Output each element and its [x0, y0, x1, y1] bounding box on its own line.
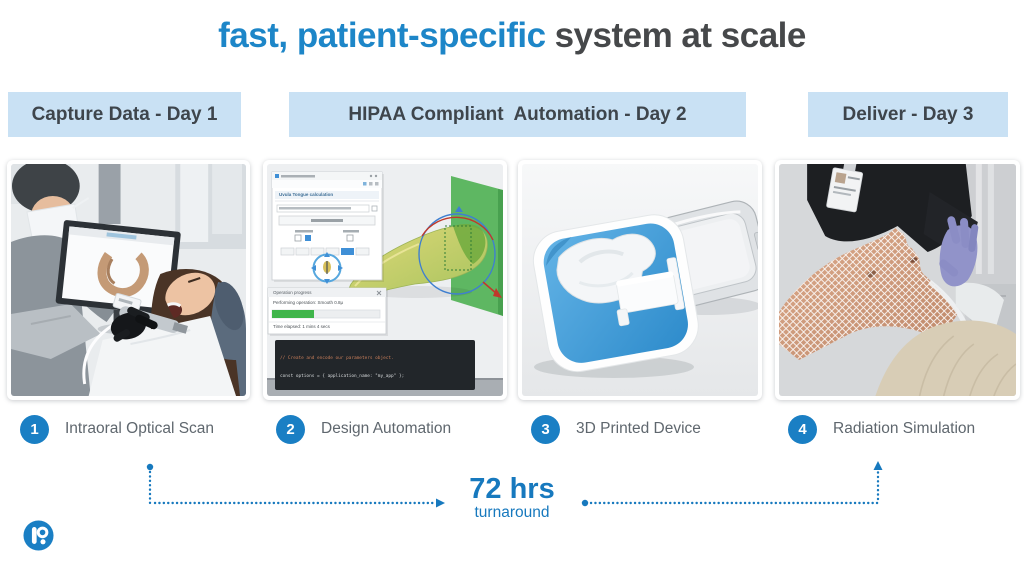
title-highlight: fast, patient-specific — [218, 16, 546, 55]
radiation-simulation-illustration — [779, 164, 1016, 396]
step-number-badge: 3 — [531, 414, 560, 444]
progress-status-text: Performing operation: Smooth 0.8μ — [273, 300, 344, 305]
turnaround-value: 72 hrs — [469, 473, 555, 505]
company-logo — [23, 520, 54, 551]
title-rest: system at scale — [554, 16, 807, 55]
phase-header-hipaa-automation: HIPAA Compliant Automation - Day 2 — [289, 92, 746, 137]
radiation-simulation-photo — [775, 160, 1020, 400]
dialog-title-text: Uvula Tongue calculation — [279, 191, 334, 197]
progress-window-title: Operation progress — [273, 289, 312, 295]
step-item-4: 4 Radiation Simulation — [788, 414, 975, 444]
intraoral-scan-illustration — [11, 164, 246, 396]
phase-header-deliver: Deliver - Day 3 — [808, 92, 1008, 137]
step-label: Radiation Simulation — [833, 420, 976, 437]
design-automation-screenshot: Uvula Tongue calculation Operation progr… — [263, 160, 507, 400]
step-label: Design Automation — [321, 420, 452, 437]
printed-device-illustration — [522, 164, 758, 396]
step-label: 3D Printed Device — [576, 420, 701, 437]
step-label: Intraoral Optical Scan — [65, 420, 215, 437]
turnaround-callout: 72 hrs turnaround — [0, 474, 1024, 521]
phase-header-capture-data: Capture Data - Day 1 — [8, 92, 241, 137]
step-item-1: 1 Intraoral Optical Scan — [20, 414, 214, 444]
turnaround-flow-arrows — [146, 461, 883, 508]
intraoral-scan-photo — [7, 160, 250, 400]
code-line: // Create and encode our parameters obje… — [280, 356, 394, 361]
code-line: const options = { application_name: "my_… — [280, 374, 405, 379]
printed-device-photo — [518, 160, 762, 400]
flow-arrow-right — [581, 461, 883, 507]
automation-code-editor: // Create and encode our parameters obje… — [275, 340, 475, 390]
step-number-badge: 2 — [276, 414, 305, 444]
step-item-2: 2 Design Automation — [276, 414, 451, 444]
turnaround-label: turnaround — [474, 504, 550, 521]
step-number-badge: 4 — [788, 414, 817, 444]
step-number-badge: 1 — [20, 414, 49, 444]
progress-elapsed-text: Time elapsed: 1 mins 4 secs — [273, 324, 330, 329]
step-item-3: 3 3D Printed Device — [531, 414, 701, 444]
flow-arrow-left — [146, 463, 445, 508]
